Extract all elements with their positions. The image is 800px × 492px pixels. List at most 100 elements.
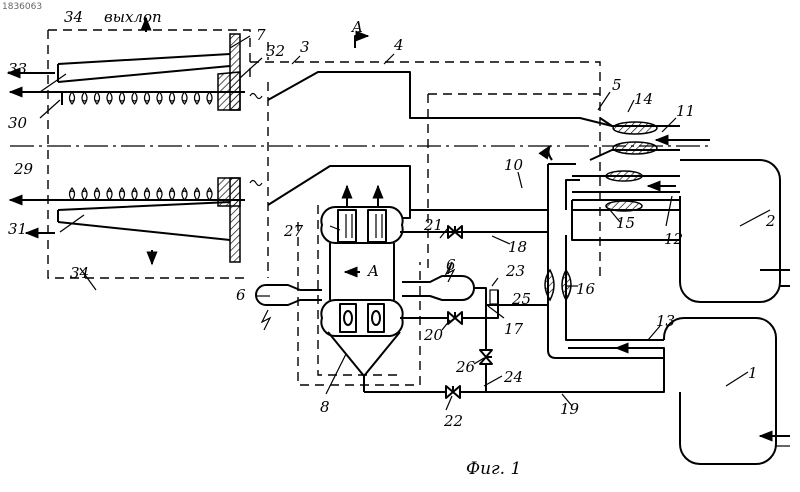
label-13: 13 [656, 312, 675, 330]
label-5: 5 [612, 76, 622, 94]
burner-element-detail [95, 100, 99, 101]
label-26: 26 [455, 358, 476, 376]
label-3: 3 [300, 38, 310, 56]
seal-16-left [545, 270, 554, 300]
nozzle-31 [58, 202, 230, 240]
exchanger-6-left [256, 285, 322, 305]
vessel-1 [664, 318, 776, 464]
burner-element-detail [120, 100, 124, 101]
vessel-2 [680, 160, 780, 302]
burner-element [82, 188, 87, 200]
burner-element-detail [108, 100, 112, 101]
burner-element [182, 188, 187, 200]
label-section-a-top: A [350, 18, 363, 36]
burner-element [195, 188, 200, 200]
hopper-8-casing [298, 222, 420, 385]
spark-left [262, 310, 270, 330]
burner-element-detail [208, 100, 212, 101]
seal-15-lower [606, 201, 642, 211]
burner-element-detail [83, 100, 87, 101]
lower-unit-hub-right [372, 311, 380, 325]
label-18: 18 [508, 238, 527, 256]
unit-27-blade-left [338, 210, 356, 242]
burner-element-detail [70, 100, 74, 101]
label-21: 21 [423, 216, 443, 234]
burner-element-detail [83, 191, 87, 192]
burner-element-detail [183, 100, 187, 101]
burner-element-detail [170, 100, 174, 101]
burner-element [132, 188, 137, 200]
label-34-bottom: 34 [70, 264, 89, 282]
burner-element [170, 188, 175, 200]
break-mark-lower [250, 181, 262, 186]
seal-14-upper [613, 122, 657, 134]
label-1: 1 [748, 364, 758, 382]
burner-element-detail [70, 191, 74, 192]
burner-element [145, 188, 150, 200]
burner-element [157, 188, 162, 200]
burner-element-detail [145, 100, 149, 101]
label-22: 22 [443, 412, 463, 430]
burner-element [95, 188, 100, 200]
burner-element [120, 188, 125, 200]
label-2: 2 [765, 212, 776, 230]
burner-element [157, 92, 162, 104]
burner-element [70, 92, 75, 104]
label-15: 15 [616, 214, 635, 232]
label-25: 25 [511, 290, 531, 308]
label-32: 32 [266, 42, 285, 60]
riser-pipe [548, 235, 664, 358]
burner-element [95, 92, 100, 104]
nozzle-33 [58, 54, 230, 82]
riser-flow-arrow [548, 146, 552, 160]
burner-element-detail [133, 191, 137, 192]
vessel-2-port [780, 270, 790, 286]
label-33: 33 [8, 60, 27, 78]
burner-element-detail [95, 191, 99, 192]
burner-element [170, 92, 175, 104]
valve-26 [480, 318, 492, 392]
burner-element-detail [195, 100, 199, 101]
label-30: 30 [8, 114, 28, 132]
burner-element [120, 92, 125, 104]
burner-element-detail [208, 191, 212, 192]
label-6-right: 6 [446, 256, 456, 274]
lower-unit-rotor-right [368, 304, 384, 332]
burner-row-upper [70, 92, 213, 104]
lower-unit-hub-left [344, 311, 352, 325]
burner-element [207, 92, 212, 104]
burner-element-detail [170, 191, 174, 192]
label-24: 24 [503, 368, 523, 386]
unit-27-body [321, 207, 402, 243]
burner-element-detail [145, 191, 149, 192]
label-27: 27 [283, 222, 304, 240]
burner-row-lower [70, 188, 213, 200]
label-4: 4 [393, 36, 404, 54]
label-10: 10 [504, 156, 524, 174]
unit-27-hatching [346, 214, 382, 238]
burner-element [70, 188, 75, 200]
label-8: 8 [320, 398, 330, 416]
burner-element [195, 92, 200, 104]
label-14: 14 [634, 90, 653, 108]
label-6-left: 6 [236, 286, 246, 304]
label-17: 17 [504, 320, 524, 338]
end-wall-32 [218, 72, 240, 110]
label-23: 23 [505, 262, 525, 280]
section-a-upper [355, 36, 368, 48]
label-20: 20 [423, 326, 444, 344]
burner-element [107, 188, 112, 200]
label-16: 16 [576, 280, 596, 298]
valve-25 [490, 290, 498, 304]
burner-element [207, 188, 212, 200]
label-exhaust: выхлоп [104, 8, 162, 26]
label-34-top: 34 [64, 8, 83, 26]
label-11: 11 [676, 102, 695, 120]
burner-element [132, 92, 137, 104]
burner-element [107, 92, 112, 104]
burner-element [145, 92, 150, 104]
burner-element-detail [158, 191, 162, 192]
burner-element-detail [183, 191, 187, 192]
burner-element-detail [133, 100, 137, 101]
